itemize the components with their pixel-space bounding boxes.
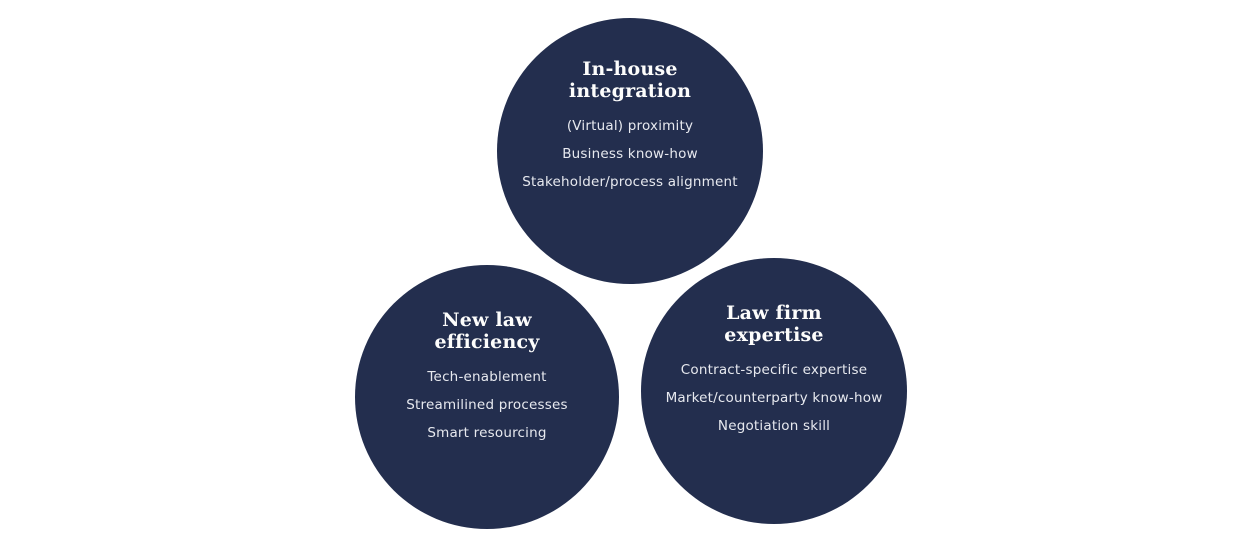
- circle-item: Smart resourcing: [427, 424, 547, 441]
- circle-item: (Virtual) proximity: [566, 117, 694, 134]
- circle-item: Streamilined processes: [406, 396, 568, 413]
- circle-title-law-firm-expertise: Law firm expertise: [724, 302, 824, 347]
- circle-item: Business know-how: [562, 145, 698, 162]
- circle-item: Tech-enablement: [427, 368, 547, 385]
- circle-law-firm-expertise: Law firm expertise Contract-specific exp…: [641, 258, 907, 524]
- circle-item: Contract-specific expertise: [680, 361, 868, 378]
- circle-title-new-law-efficiency: New law efficiency: [434, 309, 540, 354]
- circle-items-law-firm-expertise: Contract-specific expertise Market/count…: [666, 362, 883, 435]
- circle-items-in-house-integration: (Virtual) proximity Business know-how St…: [522, 118, 738, 191]
- circle-item: Negotiation skill: [717, 417, 831, 434]
- circle-item: Stakeholder/process alignment: [522, 173, 738, 190]
- circle-in-house-integration: In-house integration (Virtual) proximity…: [497, 18, 763, 284]
- circle-item: Market/counterparty know-how: [665, 389, 883, 406]
- circle-title-in-house-integration: In-house integration: [568, 58, 692, 103]
- circle-items-new-law-efficiency: Tech-enablement Streamilined processes S…: [406, 369, 567, 442]
- circle-new-law-efficiency: New law efficiency Tech-enablement Strea…: [355, 265, 619, 529]
